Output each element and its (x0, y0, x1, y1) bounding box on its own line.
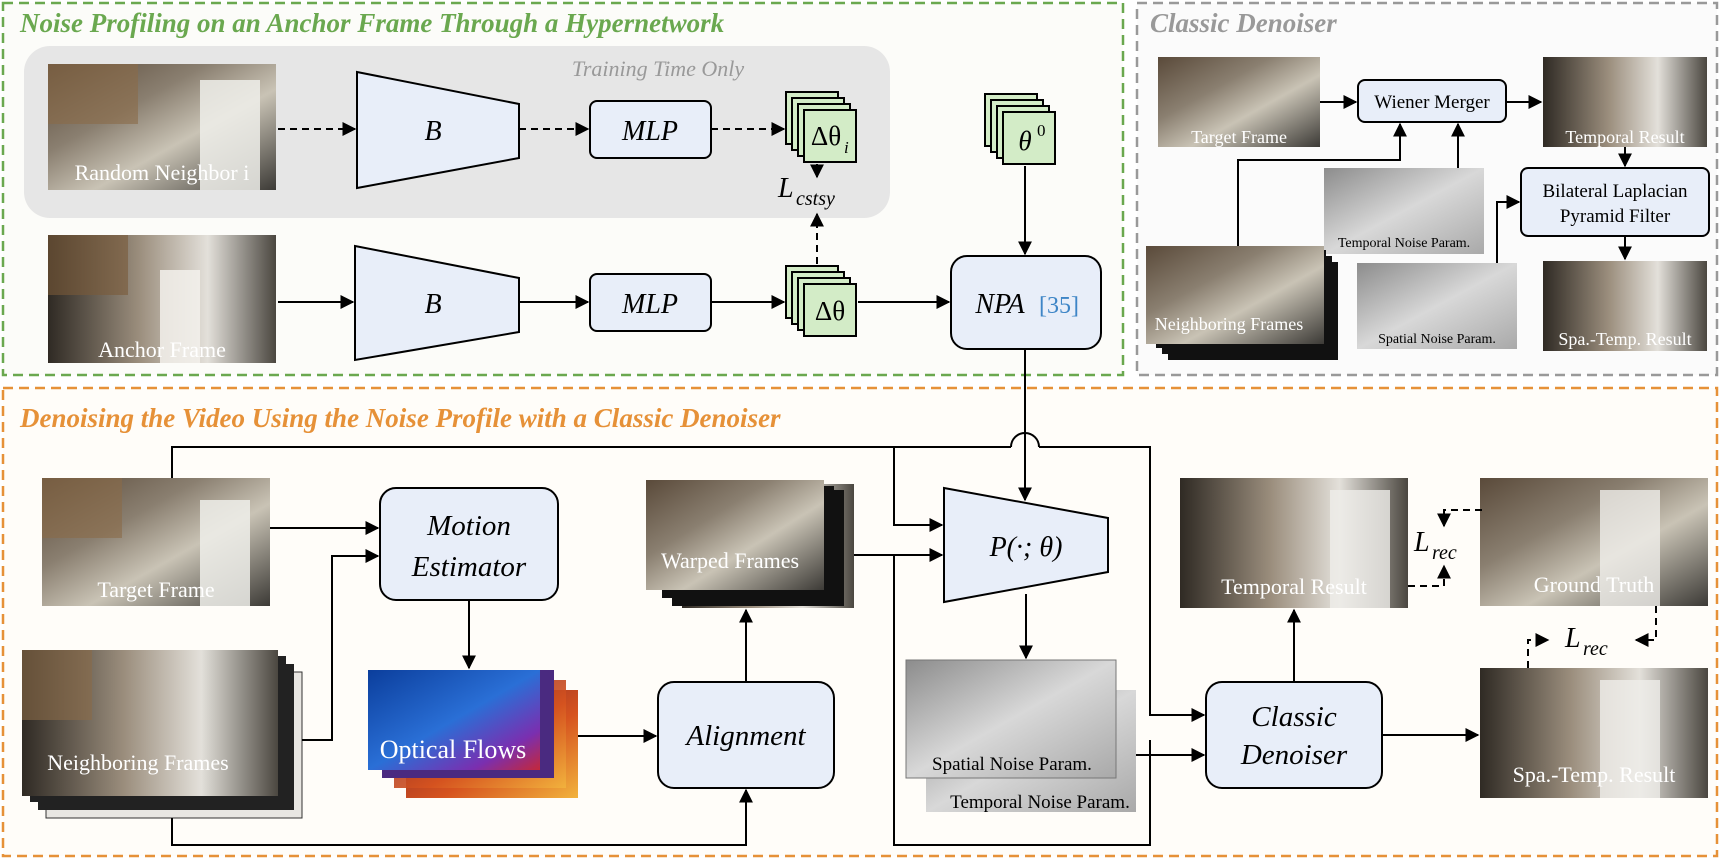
svg-text:L: L (1564, 623, 1581, 654)
classic-neighboring-frames: Neighboring Frames (1146, 246, 1338, 360)
svg-text:θ: θ (1018, 126, 1031, 156)
svg-text:Temporal Noise Param.: Temporal Noise Param. (1338, 236, 1470, 251)
anchor-frame-photo: Anchor Frame (48, 235, 276, 363)
delta-theta-i-stack: Δθ i (785, 91, 857, 163)
svg-text:[35]: [35] (1039, 293, 1079, 319)
svg-text:Estimator: Estimator (411, 551, 527, 583)
svg-text:MLP: MLP (621, 289, 678, 320)
svg-text:NPA: NPA (974, 289, 1025, 320)
svg-text:Classic: Classic (1251, 701, 1337, 733)
target-frame-photo: Target Frame (42, 478, 270, 606)
profiling-title: Noise Profiling on an Anchor Frame Throu… (19, 8, 725, 38)
svg-text:Temporal Result: Temporal Result (1221, 574, 1367, 599)
svg-text:Δθ: Δθ (811, 121, 841, 151)
classic-spatial-noise-param: Spatial Noise Param. (1357, 263, 1517, 349)
svg-text:Spatial Noise Param.: Spatial Noise Param. (932, 754, 1092, 775)
svg-text:Spatial Noise Param.: Spatial Noise Param. (1378, 332, 1496, 347)
denoising-title: Denoising the Video Using the Noise Prof… (19, 403, 781, 433)
classic-arrows (1237, 95, 1632, 263)
training-only-label: Training Time Only (572, 56, 745, 81)
random-neighbor-photo: Random Neighbor i (48, 64, 276, 190)
svg-text:L: L (777, 173, 794, 204)
anchor-frame-label: Anchor Frame (98, 337, 226, 362)
svg-text:Alignment: Alignment (684, 720, 806, 752)
svg-text:Spa.-Temp. Result: Spa.-Temp. Result (1558, 329, 1691, 349)
mlp-top: MLP (589, 100, 712, 159)
svg-text:Temporal Noise Param.: Temporal Noise Param. (950, 792, 1130, 813)
svg-text:i: i (844, 138, 849, 157)
reconstruction-loss-1: L rec (1413, 527, 1457, 564)
classic-spa-temp-result: Spa.-Temp. Result (1543, 261, 1707, 351)
svg-text:Motion: Motion (426, 510, 511, 542)
svg-text:Spa.-Temp. Result: Spa.-Temp. Result (1513, 762, 1676, 787)
alignment-block: Alignment (657, 681, 835, 789)
motion-estimator-block: Motion Estimator (379, 487, 559, 601)
wiener-merger-block: Wiener Merger (1357, 79, 1507, 123)
classic-title: Classic Denoiser (1150, 8, 1337, 38)
backbone-b-bottom: B (354, 244, 520, 362)
svg-text:Temporal Result: Temporal Result (1565, 127, 1684, 147)
spa-temp-result-photo: Spa.-Temp. Result (1480, 668, 1708, 798)
svg-text:P(·; θ): P(·; θ) (989, 532, 1063, 563)
svg-text:Neighboring Frames: Neighboring Frames (47, 750, 228, 775)
noise-param-network: P(·; θ) (943, 486, 1109, 604)
svg-text:cstsy: cstsy (796, 188, 835, 210)
svg-text:rec: rec (1432, 542, 1457, 564)
svg-text:B: B (424, 289, 441, 320)
svg-text:Warped Frames: Warped Frames (661, 548, 799, 573)
theta0-stack: θ 0 (984, 93, 1056, 165)
classic-denoiser-block: Classic Denoiser (1205, 681, 1383, 789)
noise-params-stack: Spatial Noise Param. Temporal Noise Para… (905, 659, 1136, 813)
svg-text:B: B (424, 116, 441, 147)
svg-text:Bilateral Laplacian: Bilateral Laplacian (1542, 181, 1688, 202)
warped-frames-stack: Warped Frames (646, 480, 854, 608)
svg-text:Optical Flows: Optical Flows (380, 735, 527, 764)
optical-flows-stack: Optical Flows (368, 670, 578, 798)
svg-text:Neighboring Frames: Neighboring Frames (1155, 314, 1303, 334)
random-neighbor-label: Random Neighbor i (75, 160, 250, 185)
svg-text:Δθ: Δθ (815, 296, 845, 326)
backbone-b-top: B (356, 70, 520, 190)
denoising-arrows (171, 349, 1657, 846)
svg-text:Wiener Merger: Wiener Merger (1374, 92, 1490, 113)
classic-temporal-noise-param: Temporal Noise Param. (1324, 168, 1484, 254)
npa-block: NPA [35] (950, 255, 1102, 350)
svg-text:Denoiser: Denoiser (1240, 739, 1348, 771)
temporal-result-photo: Temporal Result (1180, 478, 1408, 608)
svg-text:Target Frame: Target Frame (97, 577, 214, 602)
mlp-bottom: MLP (589, 273, 712, 332)
bilateral-filter-block: Bilateral Laplacian Pyramid Filter (1520, 167, 1710, 237)
svg-text:Pyramid Filter: Pyramid Filter (1560, 206, 1671, 227)
svg-text:Ground Truth: Ground Truth (1534, 572, 1654, 597)
svg-text:0: 0 (1037, 121, 1046, 140)
svg-text:MLP: MLP (621, 116, 678, 147)
delta-theta-stack: Δθ (785, 265, 857, 337)
ground-truth-photo: Ground Truth (1480, 478, 1708, 606)
classic-temporal-result: Temporal Result (1543, 57, 1707, 147)
consistency-loss: L cstsy (777, 173, 835, 210)
reconstruction-loss-2: L rec (1564, 623, 1608, 660)
svg-text:rec: rec (1583, 638, 1608, 660)
svg-text:Target Frame: Target Frame (1191, 127, 1287, 147)
profiling-arrows (278, 122, 1032, 309)
classic-target-frame: Target Frame (1158, 57, 1320, 147)
neighboring-frames-stack: Neighboring Frames (22, 650, 303, 819)
svg-text:L: L (1413, 527, 1430, 558)
